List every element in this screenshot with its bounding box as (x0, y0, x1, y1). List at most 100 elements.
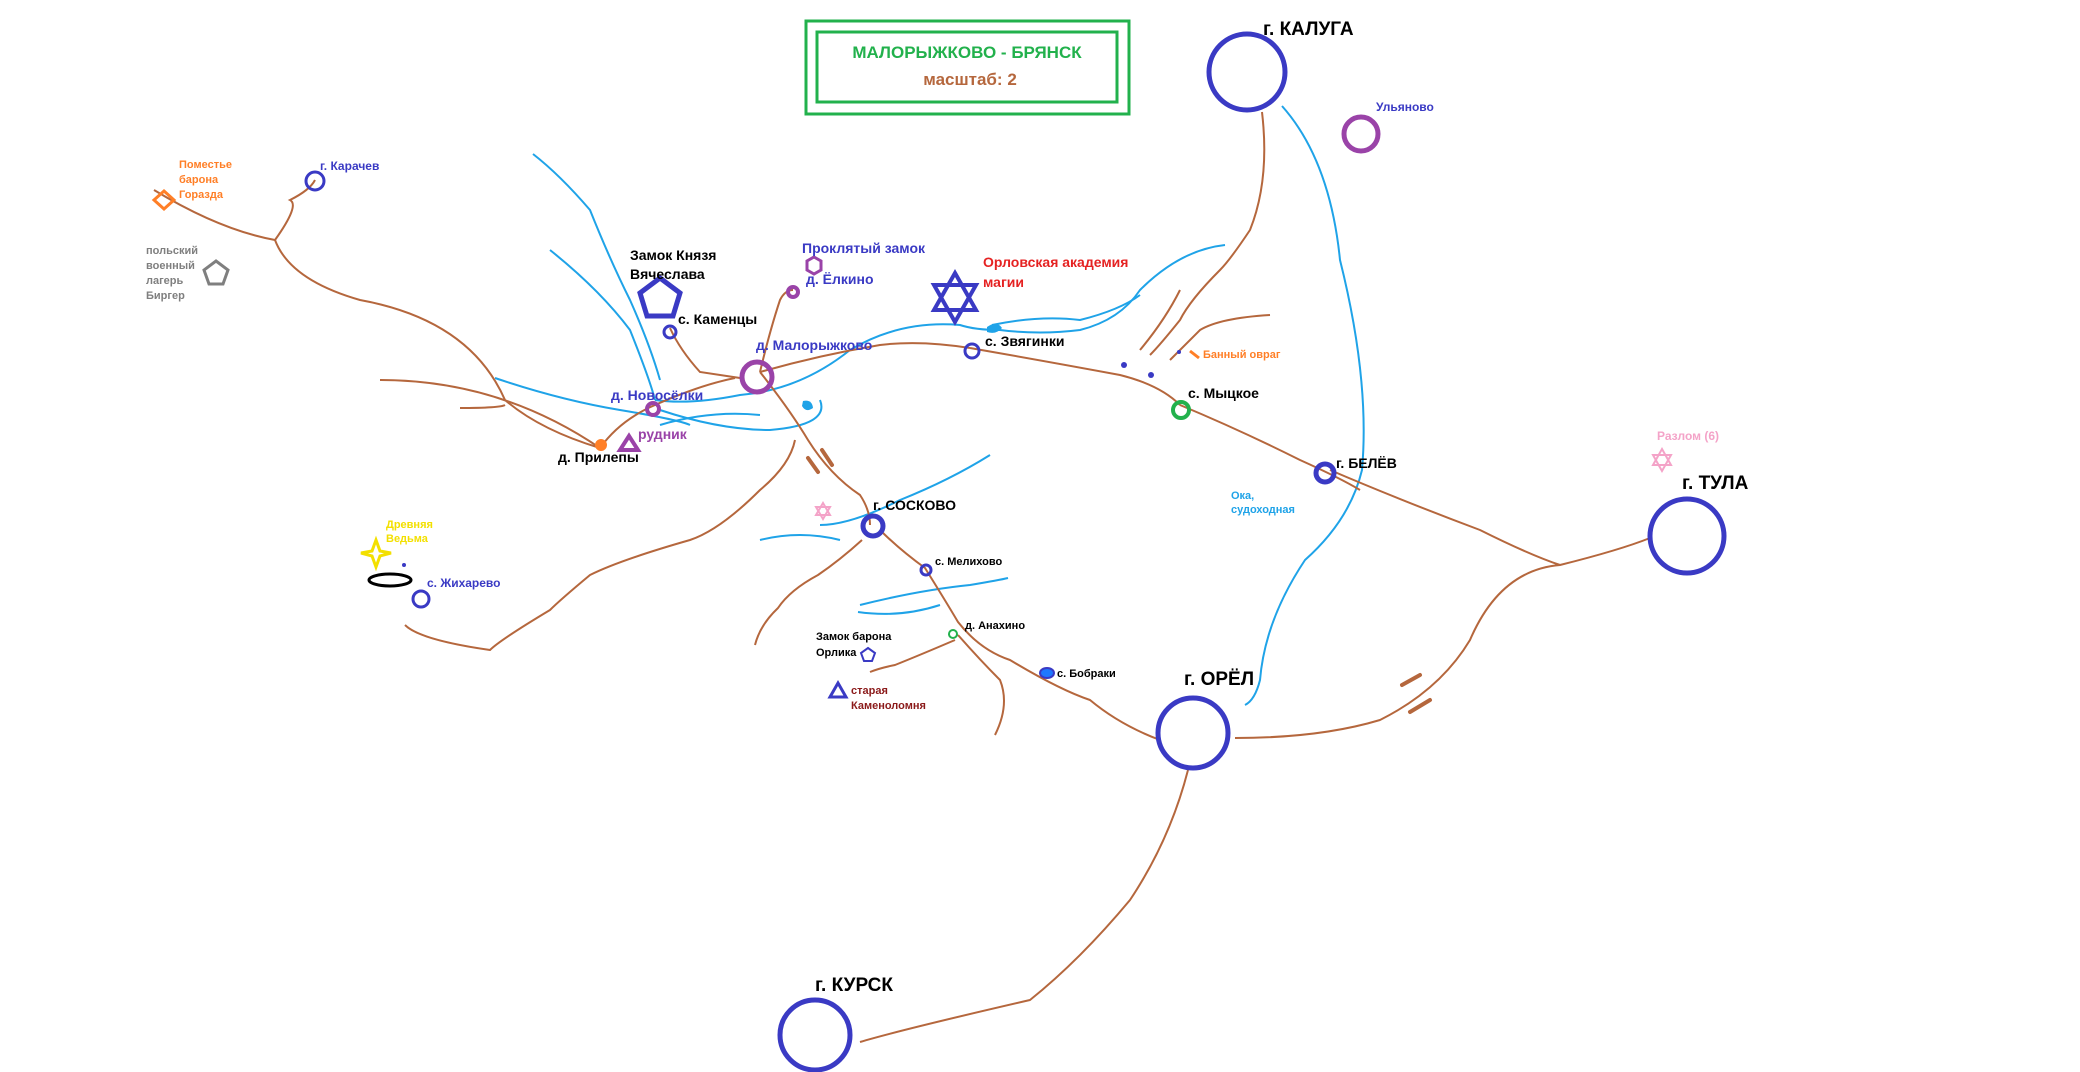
label-oka: Ока, судоходная (1231, 490, 1295, 516)
village-zhikharevo (411, 589, 431, 609)
river-west-branch (549, 249, 656, 401)
proklyatyi-hexagon (805, 255, 823, 276)
label-orel: г. ОРЁЛ (1184, 669, 1254, 690)
river-academy (991, 294, 1141, 326)
label-razlom: Разлом (6) (1657, 429, 1719, 443)
road-mal-elkino (759, 289, 794, 373)
pink-star-icon (814, 501, 832, 521)
road-west-trunk (274, 239, 601, 449)
road-soskovo-orel (879, 529, 1161, 741)
river-melikhovo (859, 577, 1009, 606)
road-soskovo-southwest (404, 439, 796, 652)
city-karachev (304, 170, 326, 192)
label-malorizhkovo: д. Малорыжково (756, 337, 872, 353)
razlom-star-up (1651, 446, 1673, 466)
small-point (1148, 372, 1154, 378)
label-kamenolomnya-1: старая (851, 685, 888, 697)
label-kamenolomnya-2: Каменоломня (851, 700, 926, 712)
label-proklyatyi: Проклятый замок (802, 240, 926, 256)
road-prilepy-novoselki (379, 379, 601, 449)
label-zamok-orlika: Замок барона Орлика (816, 631, 894, 659)
road-orel-kursk (859, 769, 1189, 1043)
label-soskovo: г. СОСКОВО (873, 497, 956, 513)
village-kamentsy (662, 324, 678, 340)
damage-mark (820, 448, 834, 467)
village-mytskoe (1171, 400, 1191, 420)
villages (411, 324, 981, 609)
bannyi-mark (1189, 349, 1200, 360)
label-pomestie-3: Горазда (179, 189, 224, 201)
ved-ma-ring (367, 572, 413, 588)
river-soskovo-west (759, 534, 841, 541)
city-kaluga (1206, 31, 1288, 113)
road-damage-marks (806, 448, 1432, 714)
label-drevnyaya-1: Древняя (386, 519, 433, 531)
label-pomestie: Поместье барона Горазда (179, 159, 235, 201)
roads (153, 111, 1651, 1043)
village-zvyaginki (963, 342, 981, 360)
label-tula: г. ТУЛА (1682, 473, 1749, 494)
title-frame-outer (804, 19, 1131, 116)
label-kamenolomnya: старая Каменоломня (851, 685, 926, 712)
village-anakhino (948, 629, 958, 639)
city-orel (1155, 695, 1231, 771)
road-bobraki (957, 634, 1005, 736)
label-karachev: г. Карачев (320, 159, 379, 173)
damage-mark (1400, 673, 1422, 687)
ved-ma-star-icon (360, 535, 392, 572)
river-anakhino (857, 604, 941, 615)
river-main-east (654, 244, 1226, 403)
title-frame-inner (815, 30, 1119, 104)
road-belev-tula (1329, 469, 1651, 567)
road-mal-soskovo (759, 371, 871, 526)
damage-mark (806, 456, 820, 474)
city-ulyanovo (1341, 114, 1381, 154)
academy-star-icon (930, 268, 980, 327)
label-ulyanovo: Ульяново (1376, 100, 1434, 114)
small-point (1177, 350, 1181, 354)
road-zvyaginki-mytskoe (969, 347, 1181, 406)
city-tula (1647, 496, 1727, 576)
rudnik-triangle (616, 432, 642, 452)
rivers (494, 105, 1365, 706)
cities (304, 31, 1727, 1072)
label-pomestie-1: Поместье (179, 159, 232, 171)
label-melikhovo: с. Мелихово (935, 556, 1002, 568)
label-rudnik: рудник (638, 426, 688, 442)
road-mytskoe-belev (1179, 404, 1361, 491)
map-title: МАЛОРЫЖКОВО - БРЯНСК (852, 43, 1082, 62)
kamenolomnya-triangle (827, 679, 849, 699)
pink-star-up (814, 501, 832, 516)
map-scale: масштаб: 2 (923, 70, 1017, 89)
road-karachev (153, 179, 316, 242)
road-west-short (459, 404, 506, 409)
label-kursk: г. КУРСК (815, 975, 893, 996)
small-point (402, 563, 406, 567)
label-drevnyaya-2: Ведьма (386, 533, 429, 545)
label-zamok-knyazya-1: Замок Князя (630, 247, 716, 263)
label-zhikharevo: с. Жихарево (427, 576, 500, 590)
small-point (1121, 362, 1127, 368)
razlom-star-down (1651, 454, 1673, 474)
road-kaluga-mid (1139, 289, 1181, 351)
road-orlika (869, 639, 956, 673)
pomestie-diamond (151, 188, 177, 212)
zamok-knyazya-pentagon (637, 274, 683, 319)
lake-blob (802, 400, 813, 411)
river-west-upper (532, 153, 661, 381)
label-prilepy: д. Прилепы (558, 449, 639, 465)
village-prilepy (595, 439, 607, 451)
label-zamok-orlika-2: Орлика (816, 647, 857, 659)
label-zamok-knyazya-2: Вячеслава (630, 266, 705, 282)
label-kaluga: г. КАЛУГА (1263, 19, 1354, 40)
label-lager: польский военный лагерь Биргер (146, 245, 201, 302)
label-bobraki: с. Бобраки (1057, 668, 1116, 680)
label-elkino: д. Ёлкино (806, 271, 874, 287)
village-elkino (786, 285, 800, 299)
river-soskovo-north (819, 454, 991, 526)
label-pomestie-2: барона (179, 174, 219, 186)
village-melikhovo (919, 563, 933, 577)
road-kaluga-south (1149, 111, 1266, 356)
village-novoselki (645, 401, 661, 417)
lager-pentagon (202, 259, 230, 286)
